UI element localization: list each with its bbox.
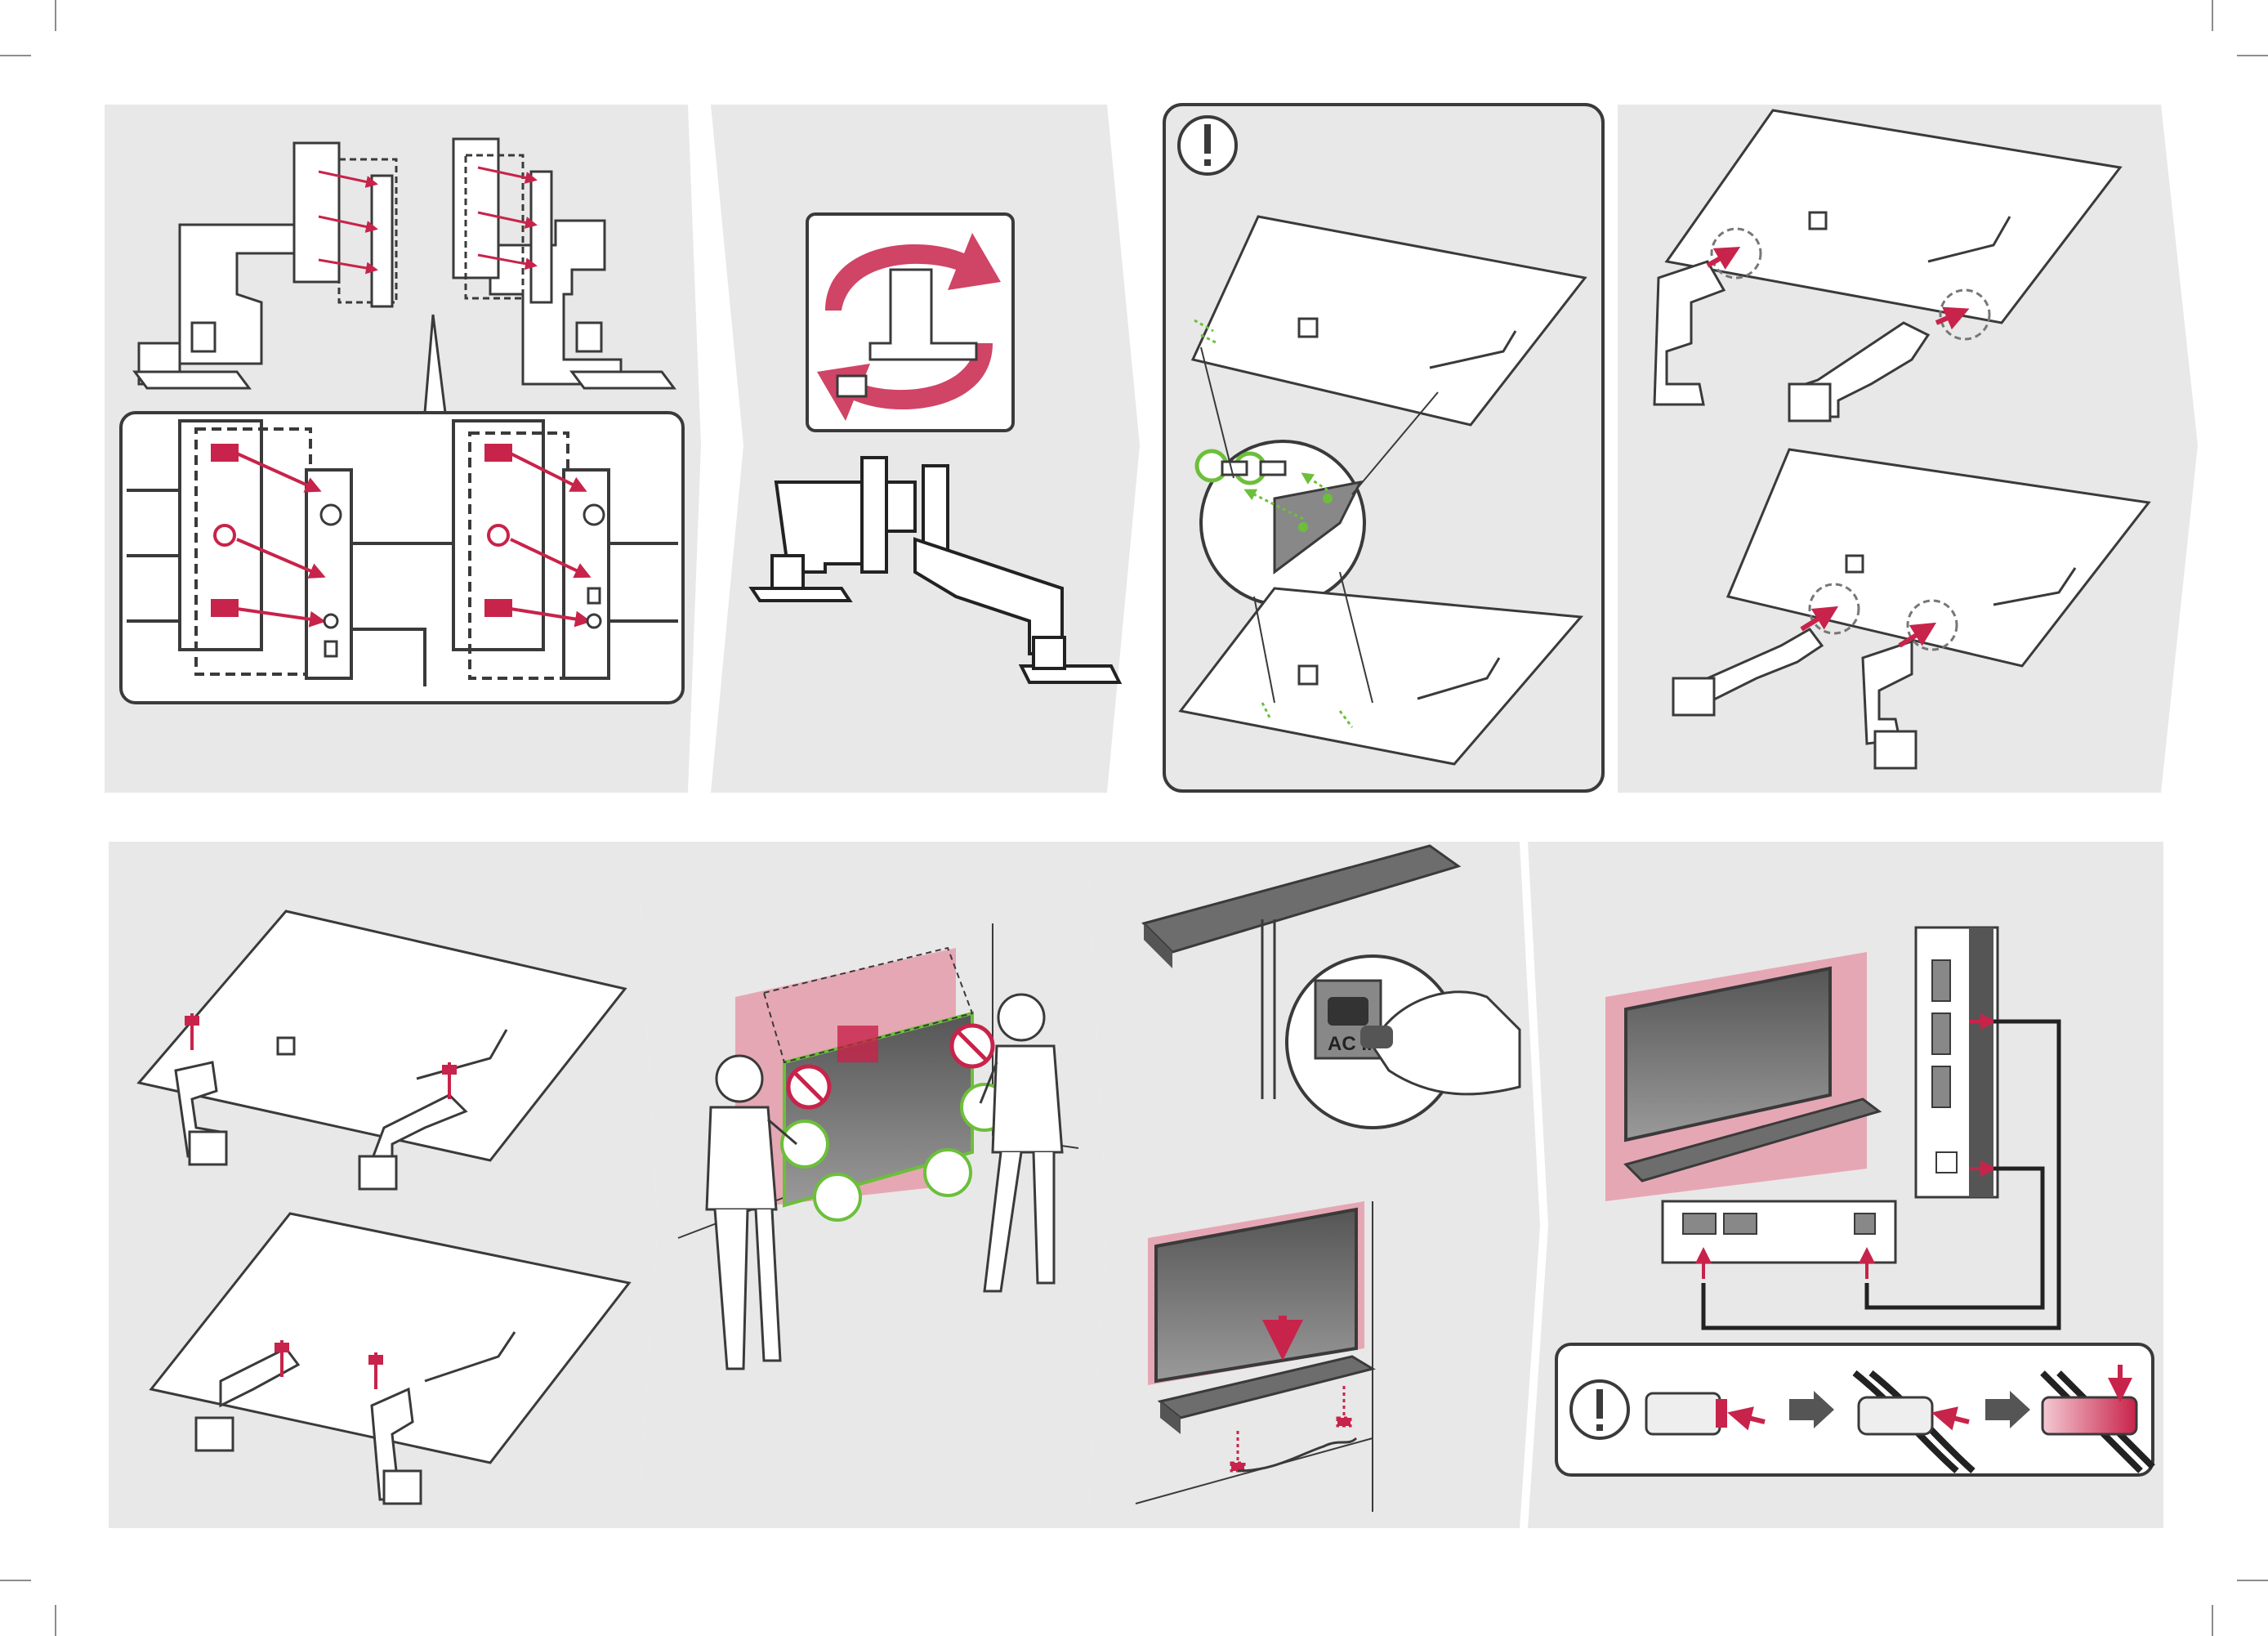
step-lift-tv-two-people bbox=[637, 842, 1107, 1528]
step-flip-stand bbox=[711, 105, 1140, 793]
tv-port-panel bbox=[1916, 928, 1998, 1197]
step-connect-power-soundbar: AC IN bbox=[1087, 842, 1540, 1528]
exclamation-icon bbox=[1179, 117, 1236, 174]
step-caution-screws bbox=[1164, 105, 1603, 791]
caution-clip-strip bbox=[1556, 1344, 2153, 1475]
step-fasten-stand-screws bbox=[109, 842, 658, 1528]
step-attach-brackets bbox=[105, 105, 701, 793]
step-insert-stand-into-tv bbox=[1618, 105, 2198, 793]
step-connect-hdmi-optical bbox=[1528, 842, 2163, 1528]
